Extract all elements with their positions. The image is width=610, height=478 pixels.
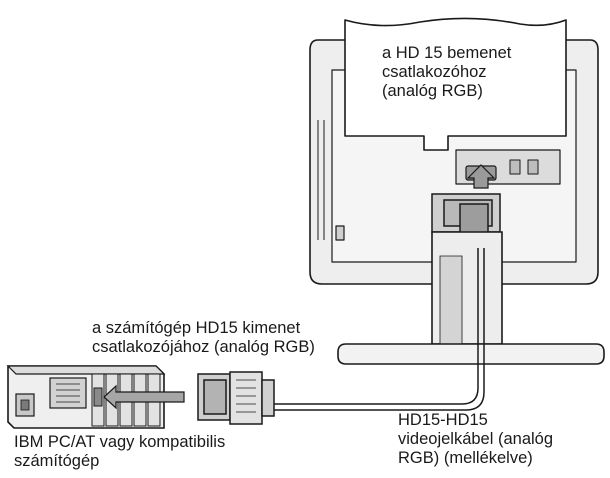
monitor-input-label-line: csatlakozóhoz	[382, 63, 487, 81]
pc-output-label: a számítógép HD15 kimenet csatlakozójáho…	[92, 319, 315, 357]
pc-output-label-line: a számítógép HD15 kimenet	[92, 319, 301, 337]
cable-label: HD15-HD15 videojelkábel (analóg RGB) (me…	[398, 411, 553, 468]
stand-neck-shade	[439, 255, 463, 345]
computer-cable-plug	[197, 371, 275, 425]
computer-hd15-port	[93, 387, 103, 407]
computer-label-line: számítógép	[14, 452, 100, 470]
pc-output-label-line: csatlakozójához (analóg RGB)	[92, 338, 315, 356]
monitor-input-label: a HD 15 bemenet csatlakozóhoz (analóg RG…	[382, 44, 511, 101]
video-cable	[269, 248, 485, 411]
side-latch	[335, 225, 345, 241]
stand-base	[337, 343, 605, 365]
fan-grille	[49, 377, 87, 409]
up-arrow-icon	[466, 164, 496, 189]
monitor-input-label-line: (analóg RGB)	[382, 82, 483, 100]
cable-label-line: HD15-HD15	[398, 411, 488, 429]
cable-label-line: RGB) (mellékelve)	[398, 449, 533, 467]
port-slot	[527, 159, 539, 175]
monitor-input-label-line: a HD 15 bemenet	[382, 44, 512, 62]
computer-label: IBM PC/AT vagy kompatibilis számítógép	[14, 433, 225, 471]
cable-label-line: videojelkábel (analóg	[398, 430, 554, 448]
left-arrow-icon	[103, 384, 185, 410]
computer-case-top	[6, 365, 166, 375]
monitor-cover-flap	[344, 17, 567, 151]
computer-label-line: IBM PC/AT vagy kompatibilis	[14, 433, 226, 451]
monitor-back	[309, 17, 599, 285]
port-slot	[509, 159, 521, 175]
